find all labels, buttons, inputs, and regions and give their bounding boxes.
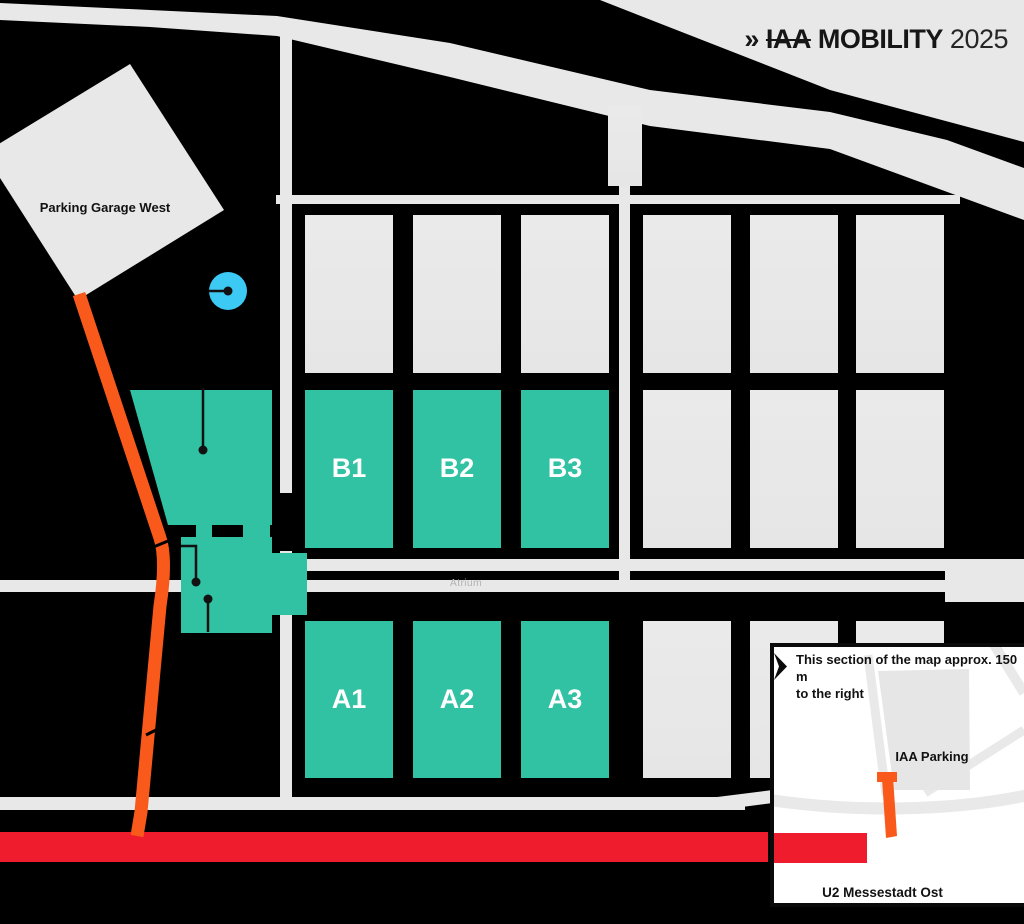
logo-chevrons-icon: » [744,24,759,54]
hall-unlabeled [305,215,393,373]
inset-note-line1: This section of the map approx. 150 m [796,652,1018,684]
parking-garage-label: Parking Garage West [39,200,171,215]
hall-unlabeled [856,215,944,373]
entrance-marker-dot [198,445,208,455]
inset-note-line2: to the right [796,685,864,701]
road-gap [276,493,294,551]
hall-A1[interactable] [305,621,393,778]
hall-A2[interactable] [413,621,501,778]
inset-note: This section of the map approx. 150 m to… [796,652,1022,703]
orange-route [72,291,170,838]
hall-unlabeled [643,621,731,778]
station-marker-dot [223,286,233,296]
atrium-label: Atrium [449,577,483,589]
hall-B2[interactable] [413,390,501,548]
u2-line [0,832,768,862]
top-curved-road [0,3,1024,220]
inset-road [774,789,1024,815]
iaa-parking-building [878,669,970,790]
route-tick [150,539,169,550]
road-vertical-right [619,98,630,592]
hall-unlabeled [750,390,838,548]
inset-orange-route [882,777,897,838]
inset-road [863,654,891,796]
hall-B1[interactable] [305,390,393,548]
logo-brand: IAA [765,24,812,54]
hall-unlabeled [521,215,609,373]
hall-label-A3: A3 [547,684,583,714]
entrance-extension [272,553,307,615]
top-right-area [600,0,1024,142]
road-horizontal-top [276,195,960,204]
hall-label-A2: A2 [439,684,475,714]
u2-station-label: U2 Messestadt Ost [822,885,943,900]
logo-year: 2025 [949,24,1009,54]
entrance-marker-dot [191,577,201,587]
hall-label-A1: A1 [331,684,367,714]
road-bottom [0,797,745,810]
hall-label-B3: B3 [547,453,583,483]
entrance-marker-dot [203,594,213,604]
flag-icon [774,653,787,680]
inset-box: This section of the map approx. 150 m to… [770,643,1024,907]
entrance-marker-stem [181,544,198,580]
small-building [608,106,642,186]
parking-garage-west[interactable] [0,64,224,300]
hall-A3[interactable] [521,621,609,778]
hall-unlabeled [750,215,838,373]
hall-unlabeled [856,390,944,548]
inset-u2-line [774,833,867,863]
atrium-right-block [945,567,1024,602]
hall-label-B2: B2 [439,453,475,483]
hall-unlabeled [643,390,731,548]
inset-road [989,647,1024,696]
entrance-trapezoid[interactable] [130,390,272,525]
hall-label-B1: B1 [331,453,367,483]
atrium-band-upper [272,559,1024,571]
hall-unlabeled [413,215,501,373]
inset-map-layer [774,647,1024,863]
hall-B3[interactable] [521,390,609,548]
logo-word: MOBILITY [817,24,944,54]
hall-unlabeled [643,215,731,373]
route-tick [145,725,163,737]
iaa-parking-label: IAA Parking [895,749,969,764]
